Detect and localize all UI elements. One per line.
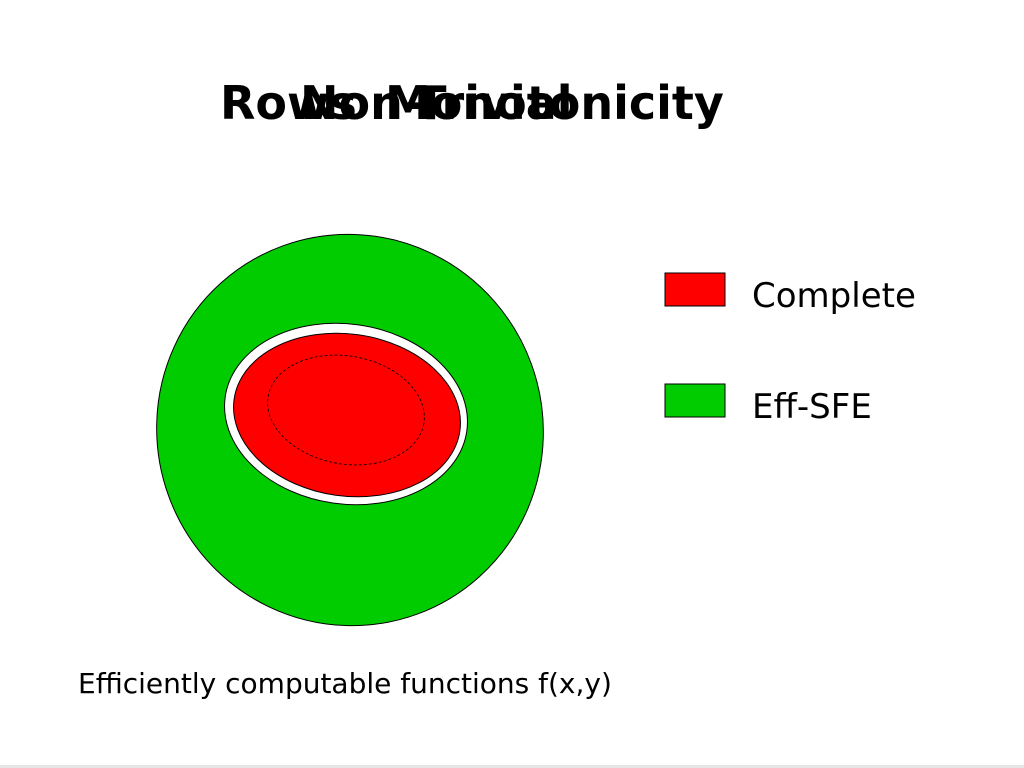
legend-label-complete: Complete bbox=[752, 276, 916, 316]
legend-swatch-complete bbox=[664, 272, 726, 307]
bottom-divider bbox=[0, 765, 1024, 768]
title-text-monotonicity: Monotonicity bbox=[385, 76, 724, 130]
caption: Efficiently computable functions f(x,y) bbox=[78, 667, 612, 700]
complete-region bbox=[233, 332, 461, 498]
title-text-rows: Rows bbox=[220, 76, 357, 130]
legend-label-eff-sfe: Eff-SFE bbox=[752, 387, 872, 427]
title-text-non-trivial: Non-Trivial bbox=[300, 76, 573, 130]
legend-swatch-eff-sfe bbox=[664, 383, 726, 418]
slide-title-overlapping: Rows Non-Trivial Monotonicity bbox=[0, 68, 1024, 138]
dashed-inner-boundary bbox=[267, 354, 425, 466]
